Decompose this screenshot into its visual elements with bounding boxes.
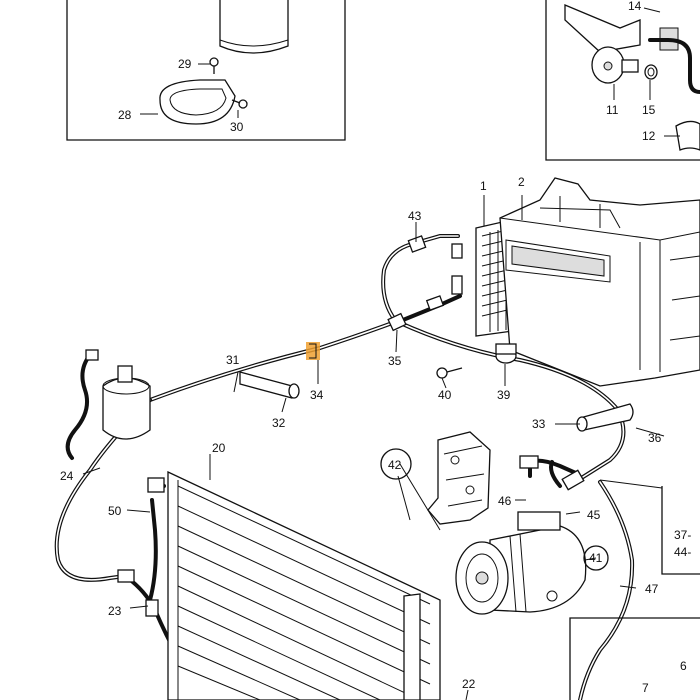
- fitting-23: [117, 569, 135, 583]
- grommet-33: [579, 403, 634, 431]
- clamp-34: [309, 343, 317, 359]
- callout-12: 12: [642, 129, 656, 143]
- callout-35: 35: [388, 354, 402, 368]
- callout-20: 20: [212, 441, 226, 455]
- callout-42: 42: [388, 458, 402, 472]
- callout-39: 39: [497, 388, 511, 402]
- receiver-drier-canister: [219, 0, 289, 54]
- screw-30: [238, 99, 248, 109]
- callout-1: 1: [480, 179, 487, 193]
- callout-labels: 1 2 43 31 34 35 39 40 32 33 36 20 24 50 …: [60, 0, 691, 695]
- inset-receiver-drier-bracket: [66, 0, 346, 141]
- fitting-46-upper: [519, 455, 539, 469]
- callout-40: 40: [438, 388, 452, 402]
- callout-2: 2: [518, 175, 525, 189]
- screw-29: [209, 57, 219, 67]
- callout-50: 50: [108, 504, 122, 518]
- inset-expansion-valve: [545, 0, 700, 161]
- callout-28: 28: [118, 108, 132, 122]
- evaporator-housing: [475, 177, 700, 387]
- callout-41-circle: [583, 545, 609, 571]
- callout-29: 29: [178, 57, 192, 71]
- clip-12: [675, 120, 700, 151]
- callout-46: 46: [498, 494, 512, 508]
- callout-37: 37-: [674, 528, 691, 542]
- callout-7: 7: [642, 681, 649, 695]
- compressor-41: [455, 511, 587, 615]
- valve-body-14: [564, 4, 641, 53]
- callout-42-circle: [380, 448, 412, 480]
- callout-44: 44-: [674, 545, 691, 559]
- callout-36: 36: [648, 431, 662, 445]
- sensor-fitting: [621, 59, 639, 73]
- condenser-tank: [403, 593, 421, 700]
- receiver-drier: [85, 349, 151, 440]
- callout-33: 33: [532, 417, 546, 431]
- callout-32: 32: [272, 416, 286, 430]
- leader-lines: [82, 7, 680, 700]
- fitting-near-evaporator: [451, 275, 463, 295]
- callout-30: 30: [230, 120, 244, 134]
- callout-14: 14: [628, 0, 642, 13]
- tee-fitting-35: [387, 312, 407, 332]
- callout-15: 15: [642, 103, 656, 117]
- heater-housing-2: [499, 177, 700, 387]
- o-ring-15: [644, 64, 658, 80]
- callout-41: 41: [589, 551, 603, 565]
- clamp-34-highlight: [306, 342, 320, 360]
- callout-45: 45: [587, 508, 601, 522]
- screw-40: [436, 367, 463, 379]
- inset-box-37-44: [661, 486, 700, 575]
- condenser-20: [147, 470, 441, 700]
- callout-34: 34: [310, 388, 324, 402]
- callout-23: 23: [108, 604, 122, 618]
- callout-43: 43: [408, 209, 422, 223]
- inset-box-6-7: [569, 617, 700, 700]
- callout-24: 24: [60, 469, 74, 483]
- callout-47: 47: [645, 582, 659, 596]
- compressor-head: [517, 511, 561, 531]
- callout-31: 31: [226, 353, 240, 367]
- grommet-32: [239, 371, 297, 399]
- callout-11: 11: [606, 103, 619, 117]
- clamp-39: [495, 343, 517, 364]
- hose-fittings: [117, 235, 585, 617]
- clamp-band-28: [159, 79, 236, 125]
- callout-6: 6: [680, 659, 687, 673]
- callout-22: 22: [462, 677, 476, 691]
